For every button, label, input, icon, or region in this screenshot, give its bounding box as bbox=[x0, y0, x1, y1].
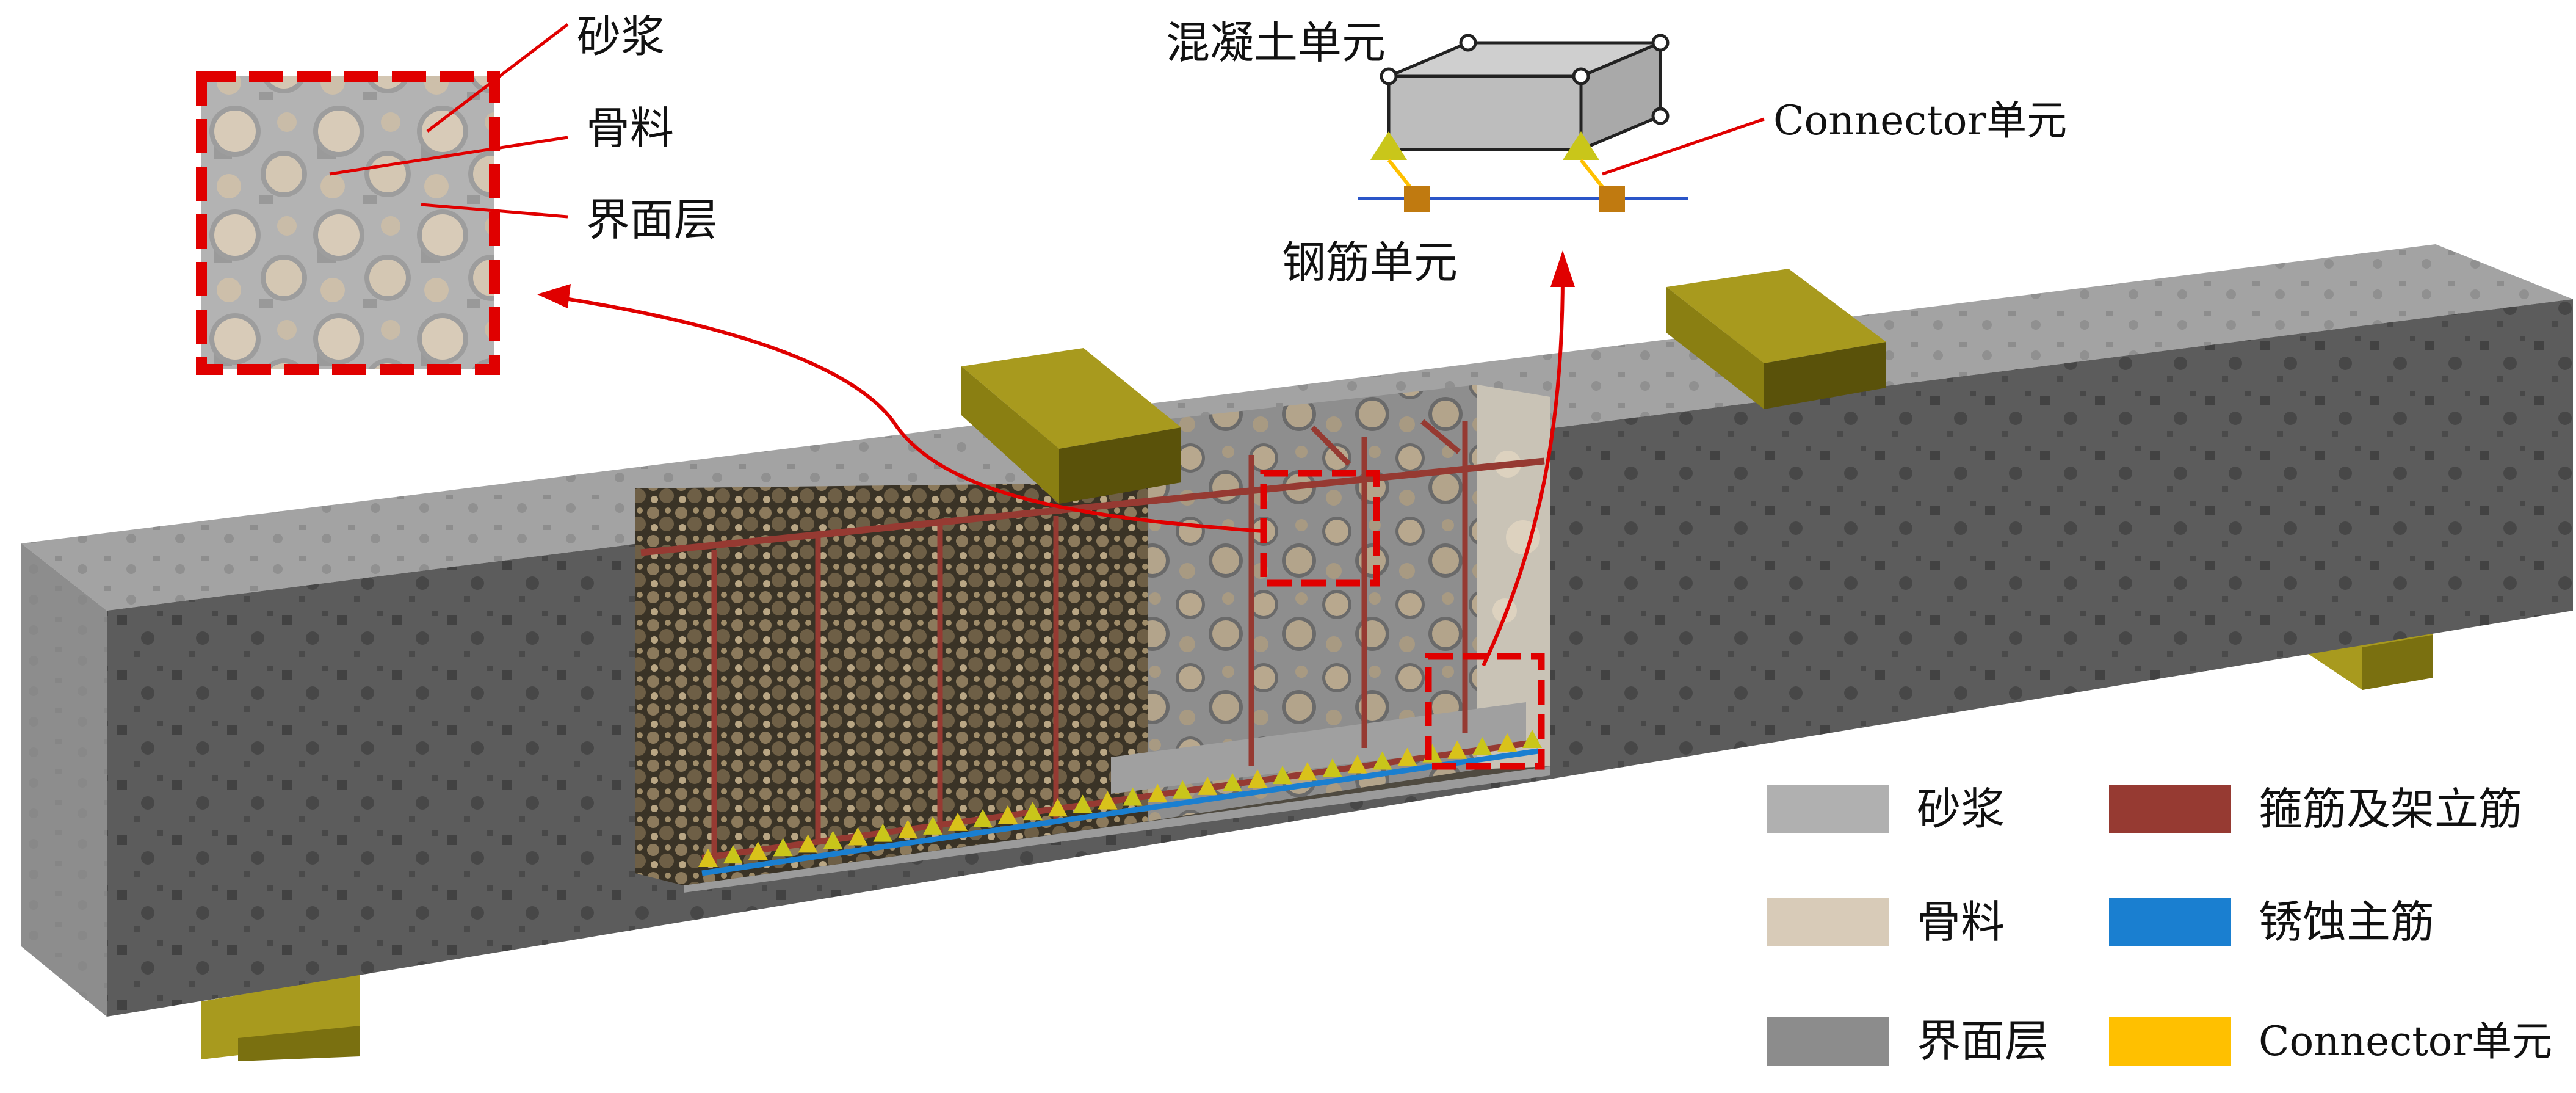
legend-swatch bbox=[1767, 898, 1889, 946]
callout-box-meso bbox=[1260, 470, 1380, 587]
connector-triangle bbox=[798, 834, 818, 853]
legend-label: 锈蚀主筋 bbox=[2259, 896, 2434, 948]
bottom-support-left bbox=[201, 974, 360, 1061]
legend-label: 砂浆 bbox=[1917, 783, 2005, 835]
connector-triangle bbox=[997, 805, 1018, 824]
legend-item-main-rebar: 锈蚀主筋 bbox=[2109, 896, 2434, 948]
connector-triangle bbox=[973, 809, 993, 827]
legend-label: 骨料 bbox=[1917, 896, 2005, 948]
legend-swatch bbox=[1767, 785, 1889, 833]
erection-bar bbox=[640, 457, 1545, 556]
corroded-main-rebar bbox=[701, 748, 1539, 876]
callout-arrow-schematic bbox=[1482, 274, 1565, 667]
load-block-left bbox=[961, 348, 1181, 504]
load-block-right bbox=[1666, 269, 1886, 409]
connector-triangle bbox=[1248, 769, 1267, 788]
connector-triangle bbox=[1322, 758, 1342, 777]
rough-mesh-region bbox=[635, 482, 1148, 885]
connector-triangle bbox=[1148, 783, 1168, 802]
connector-triangle bbox=[1372, 751, 1392, 770]
connector-triangle bbox=[1022, 802, 1043, 821]
inset-zoom: 砂浆 骨料 界面层 bbox=[196, 11, 718, 375]
connector-triangle bbox=[1073, 794, 1093, 813]
connector-triangle bbox=[1047, 798, 1068, 817]
callout-arrow-inset bbox=[549, 294, 1264, 533]
inset-label-itz: 界面层 bbox=[586, 194, 718, 245]
connector-triangle bbox=[898, 819, 918, 838]
connector-triangle bbox=[1272, 766, 1292, 785]
legend-item-mortar: 砂浆 bbox=[1767, 783, 2005, 835]
connector-triangle bbox=[1198, 776, 1218, 795]
inset-label-aggregate: 骨料 bbox=[586, 103, 674, 154]
legend-swatch bbox=[2109, 1017, 2231, 1066]
legend-item-stirrup: 箍筋及架立筋 bbox=[2109, 783, 2522, 835]
legend-item-itz: 界面层 bbox=[1767, 1015, 2049, 1067]
callout-box-connector bbox=[1425, 653, 1545, 770]
connector-triangle bbox=[823, 830, 843, 849]
schematic-label-concrete: 混凝土单元 bbox=[1166, 17, 1386, 68]
connector-triangle bbox=[723, 845, 743, 864]
legend-swatch bbox=[2109, 785, 2231, 833]
connector-triangle bbox=[1447, 740, 1467, 759]
connector-triangle bbox=[698, 849, 718, 867]
legend-label: 箍筋及架立筋 bbox=[2259, 783, 2522, 835]
legend-item-connector: Connector单元 bbox=[2109, 1017, 2552, 1066]
connector-triangle bbox=[848, 827, 868, 846]
connector-triangle bbox=[923, 816, 943, 835]
connector-triangle bbox=[1347, 755, 1367, 774]
connector-triangle bbox=[1522, 730, 1542, 748]
connector-triangle bbox=[1472, 736, 1492, 755]
connector-triangle bbox=[948, 812, 968, 831]
legend-label: Connector单元 bbox=[2259, 1018, 2552, 1065]
schematic-label-rebar: 钢筋单元 bbox=[1282, 237, 1458, 288]
connector-triangle bbox=[1173, 780, 1193, 799]
legend-item-aggregate: 骨料 bbox=[1767, 896, 2005, 948]
legend-swatch bbox=[2109, 898, 2231, 946]
schematic-label-connector: Connector单元 bbox=[1773, 97, 2067, 144]
connector-triangle bbox=[748, 841, 768, 860]
connector-triangle bbox=[1397, 747, 1417, 766]
connector-triangle bbox=[1297, 762, 1317, 781]
inset-label-mortar: 砂浆 bbox=[577, 11, 665, 62]
element-schematic: 混凝土单元 Connector单元 钢筋单元 bbox=[1166, 17, 2067, 288]
beam-cutaway bbox=[635, 385, 1550, 893]
legend-swatch bbox=[1767, 1017, 1889, 1066]
connector-triangle bbox=[1123, 787, 1143, 806]
legend-label: 界面层 bbox=[1917, 1015, 2049, 1067]
connector-triangle bbox=[873, 823, 893, 842]
legend: 砂浆 箍筋及架立筋 骨料 锈蚀主筋 界面层 Connector单元 bbox=[1767, 783, 2552, 1067]
connector-triangle bbox=[1497, 733, 1518, 752]
connector-triangle bbox=[1223, 772, 1243, 791]
connector-triangle bbox=[1098, 791, 1118, 810]
connector-triangle bbox=[773, 838, 793, 857]
stirrups bbox=[711, 421, 1468, 867]
